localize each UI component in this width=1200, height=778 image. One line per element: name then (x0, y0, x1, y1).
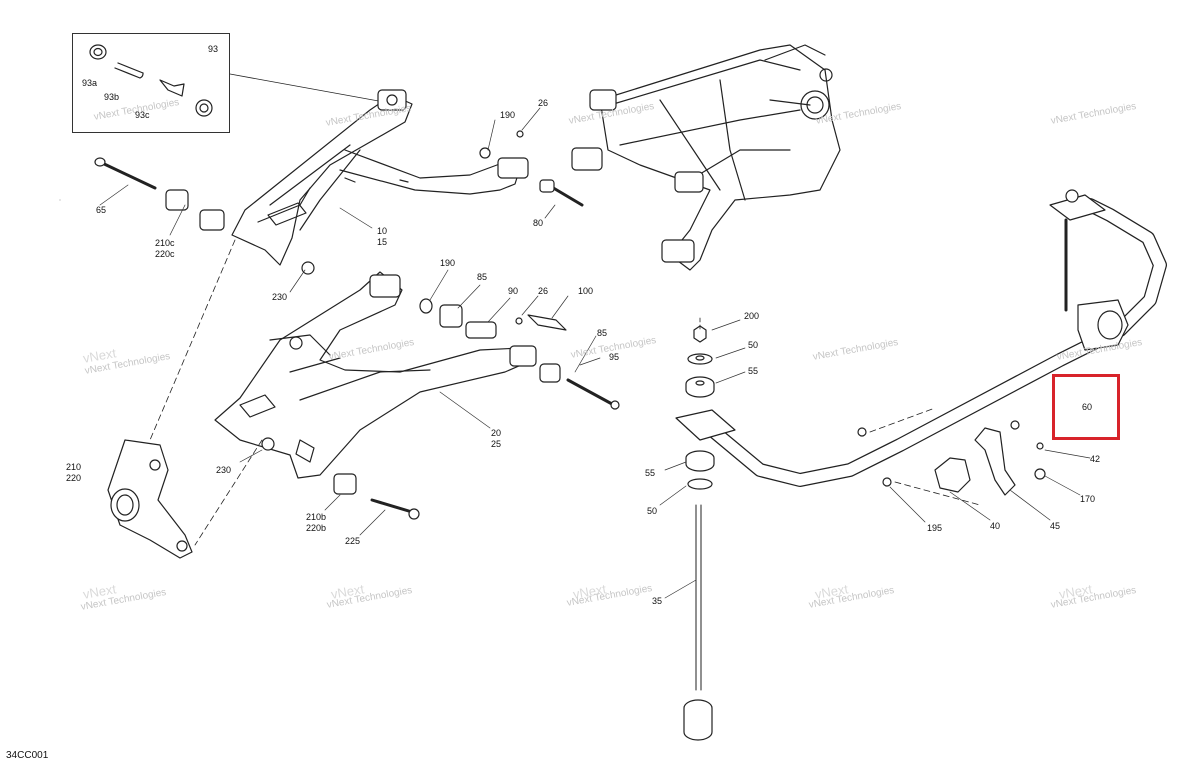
lower-a-arm (214, 271, 537, 479)
callout-190-lower: 190 (440, 258, 456, 268)
sway-bar (685, 189, 1167, 487)
callout-85-upper: 85 (477, 272, 488, 282)
callout-42: 42 (1090, 454, 1101, 464)
callout-40: 40 (990, 521, 1001, 531)
callout-60: 60 (1082, 402, 1093, 412)
link-rod-stack (675, 317, 736, 741)
callout-170: 170 (1080, 494, 1096, 504)
callout-26-upper: 26 (538, 98, 549, 108)
callout-15: 15 (377, 237, 388, 247)
callout-230-upper: 230 (272, 292, 288, 302)
knuckle (107, 439, 193, 559)
callout-210b: 210b (306, 512, 327, 522)
callout-80: 80 (533, 218, 544, 228)
callout-95: 95 (609, 352, 620, 362)
callout-220b: 220b (306, 523, 327, 533)
upper-arm-hardware (94, 130, 584, 275)
callout-93a: 93a (82, 78, 98, 88)
callout-190-upper: 190 (500, 110, 516, 120)
callout-93: 93 (208, 44, 219, 54)
upper-a-arm (231, 89, 529, 266)
rear-subframe (571, 44, 841, 271)
callout-85-lower: 85 (597, 328, 608, 338)
callout-230-lower: 230 (216, 465, 232, 475)
callout-25: 25 (491, 439, 502, 449)
callout-100: 100 (578, 286, 594, 296)
figure-code: 34CC001 (6, 750, 49, 761)
callout-26-lower: 26 (538, 286, 549, 296)
callout-93b: 93b (104, 92, 120, 102)
dashed-guides-left (59, 199, 263, 546)
callout-20: 20 (491, 428, 502, 438)
callout-55-lower: 55 (645, 468, 656, 478)
callout-225: 225 (345, 536, 361, 546)
callout-55-upper: 55 (748, 366, 759, 376)
callout-90: 90 (508, 286, 519, 296)
lower-arm-hardware (261, 298, 620, 520)
inset-bushing-set (89, 44, 396, 117)
highlight-box-60 (1052, 374, 1120, 440)
callout-200: 200 (744, 311, 760, 321)
callout-50-upper: 50 (748, 340, 759, 350)
callout-45: 45 (1050, 521, 1061, 531)
inset-frame (72, 33, 230, 133)
callout-210: 210 (66, 462, 82, 472)
callout-65: 65 (96, 205, 107, 215)
callout-93c: 93c (135, 110, 150, 120)
sway-bar-bushing-clamp (857, 420, 1046, 496)
callout-50-lower: 50 (647, 506, 658, 516)
callout-195: 195 (927, 523, 943, 533)
callout-220: 220 (66, 473, 82, 483)
callout-10: 10 (377, 226, 388, 236)
callout-220c: 220c (155, 249, 175, 259)
callout-35: 35 (652, 596, 663, 606)
leader-lines (99, 107, 1091, 599)
dashed-guides-right (869, 407, 981, 506)
callout-210c: 210c (155, 238, 175, 248)
